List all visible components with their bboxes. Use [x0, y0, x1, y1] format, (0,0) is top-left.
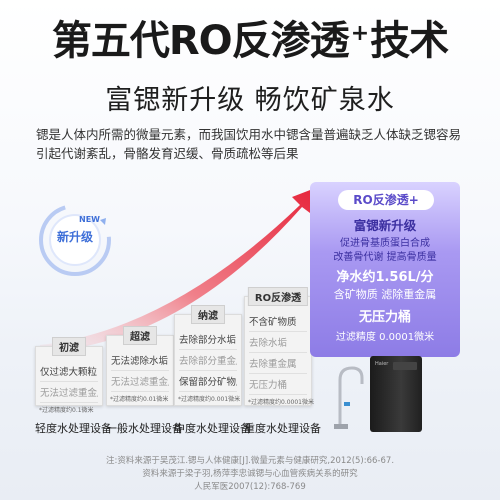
step-card-uf: 超滤 无法滤除水垢 无法过滤重金属 *过滤精度约0.01微米 [106, 326, 174, 406]
step-card-ro: RO反渗透 不含矿物质 去除水垢 去除重金属 无压力桶 *过滤精度约0.0001… [244, 287, 314, 406]
purifier-display [393, 362, 417, 370]
feature-tag: RO反渗透+ [338, 190, 434, 210]
intro-text: 锶是人体内所需的微量元素，而我国饮用水中锶含量普遍缺乏人体缺乏锶容易引起代谢紊乱… [36, 127, 462, 161]
feature-card: 富锶新升级 促进骨基质蛋白合成 改善骨代谢 提高骨质量 净水约1.56L/分 含… [310, 182, 460, 357]
step-caption: 一般水处理设备 [106, 422, 183, 435]
step-caption: 重度水处理设备 [244, 422, 321, 435]
step-caption: 轻度水处理设备 [35, 422, 112, 435]
step-card-coarse: 初滤 仅过滤大颗粒 无法过滤重金属 *过滤精度约0.1微米 [35, 337, 103, 414]
step-caption: 中度水处理设备 [174, 422, 251, 435]
brand-logo: Haier [375, 361, 389, 367]
footnote: 注:资料来源于吴茂江.锶与人体健康[J].微量元素与健康研究,2012(5):6… [105, 456, 395, 492]
upgrade-label: 新升级 [56, 230, 93, 244]
faucet-icon [334, 366, 364, 429]
step-card-nf: 纳滤 去除部分水垢 去除部分重金属 保留部分矿物质 *过滤精度约0.001微米 [174, 305, 242, 406]
page-title: 第五代RO反渗透+技术 [51, 18, 449, 64]
refresh-icon [39, 204, 111, 276]
new-badge: NEW [79, 215, 100, 224]
page-subtitle: 富锶新升级 畅饮矿泉水 [105, 85, 395, 116]
